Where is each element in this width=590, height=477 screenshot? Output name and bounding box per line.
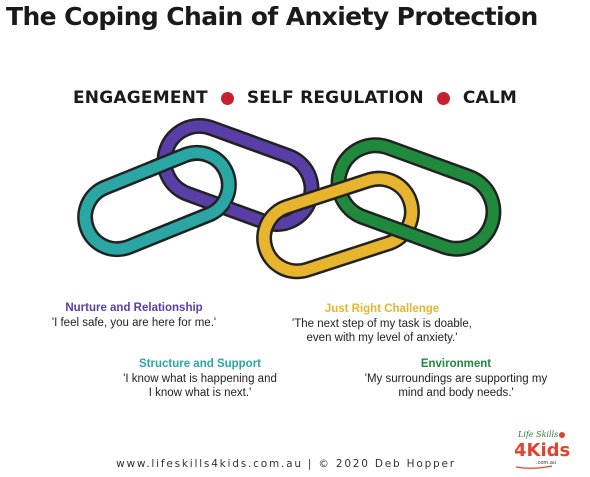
logo-top-text: Life Skills <box>517 430 558 439</box>
yellow-link-overlap <box>300 170 380 240</box>
footer-credit: www.lifeskills4kids.com.au | © 2020 Deb … <box>116 458 456 470</box>
nurture-quote: 'I feel safe, you are here for me.' <box>51 317 217 329</box>
separator-dot <box>220 91 234 105</box>
environment-quote-line: mind and body needs.' <box>398 387 514 399</box>
environment-heading: Environment <box>420 358 492 370</box>
purple-link <box>156 117 320 233</box>
challenge-quote-line: even with my level of anxiety.' <box>306 332 458 344</box>
logo-domain-text: .com.au <box>536 460 556 466</box>
teal-link-overlap <box>150 150 230 230</box>
lifeskills4kids-logo: Life Skills 4Kids .com.au <box>514 430 570 469</box>
challenge-quote: 'The next step of my task is doable, eve… <box>262 317 502 345</box>
challenge-heading: Just Right Challenge <box>324 303 440 315</box>
green-link <box>330 137 502 257</box>
separator-dot <box>436 91 450 105</box>
structure-quote: 'I know what is happening and I know wha… <box>88 372 312 400</box>
page-title: The Coping Chain of Anxiety Protection <box>6 2 538 31</box>
structure-block: Structure and Support 'I know what is ha… <box>88 358 312 400</box>
challenge-block: Just Right Challenge 'The next step of m… <box>262 303 502 345</box>
tagline-self-regulation: SELF REGULATION <box>246 88 424 108</box>
structure-quote-line: 'I know what is happening and <box>123 373 277 385</box>
tagline-calm: CALM <box>462 88 517 108</box>
logo-main-text: 4Kids <box>514 440 570 461</box>
nurture-block: Nurture and Relationship 'I feel safe, y… <box>18 302 250 330</box>
tagline: ENGAGEMENT SELF REGULATION CALM <box>0 88 590 108</box>
structure-heading: Structure and Support <box>138 358 262 370</box>
environment-quote-line: 'My surroundings are supporting my <box>364 373 548 385</box>
tagline-engagement: ENGAGEMENT <box>72 88 208 108</box>
structure-quote-line: I know what is next.' <box>148 387 252 399</box>
environment-block: Environment 'My surroundings are support… <box>342 358 570 400</box>
environment-quote: 'My surroundings are supporting my mind … <box>342 372 570 400</box>
nurture-heading: Nurture and Relationship <box>65 302 203 314</box>
chain-diagram <box>77 117 502 280</box>
challenge-quote-line: 'The next step of my task is doable, <box>292 318 472 330</box>
